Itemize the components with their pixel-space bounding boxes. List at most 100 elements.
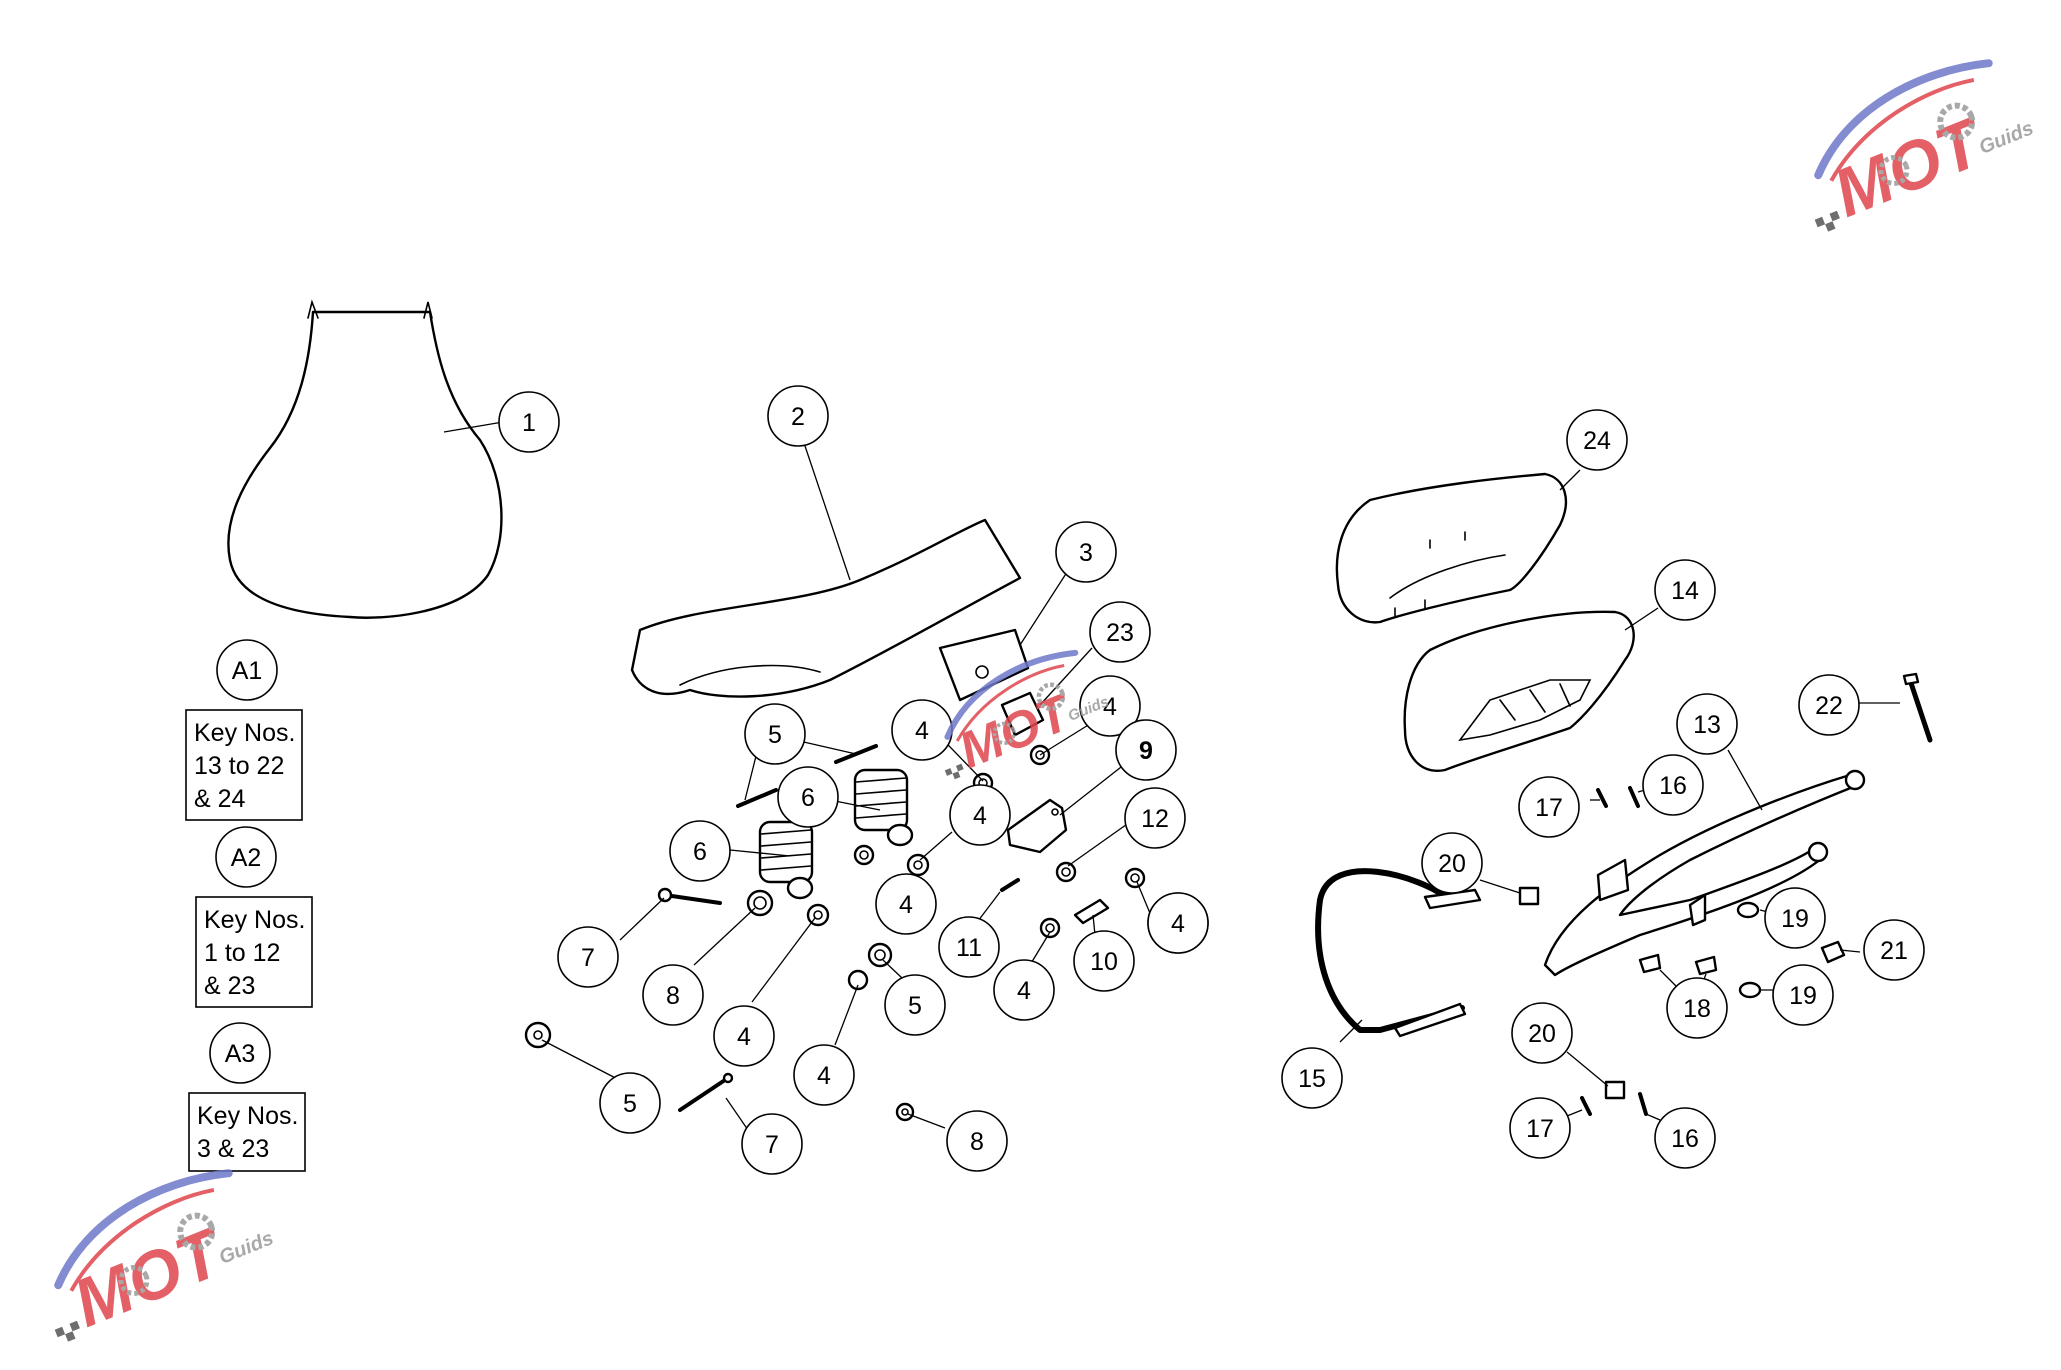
callout-21: 21 [1863,919,1925,981]
part-3-plate [938,628,1030,702]
callout-19: 19 [1772,964,1834,1026]
parts-drawings [227,299,1933,1122]
callout-circle [1055,521,1117,583]
callout-19: 19 [1764,887,1826,949]
callout-circle [642,964,704,1026]
callout-label: 19 [1789,982,1817,1010]
callout-24: 24 [1566,409,1628,471]
callout-23: 23 [1089,601,1151,663]
part-15-grab-rail [1315,868,1465,1033]
callout-4: 4 [1079,675,1141,737]
part-24-cover [1335,472,1568,624]
part-7-pin-b [678,1076,730,1112]
callout-circle [498,391,560,453]
callout-circle [793,1044,855,1106]
callout-label: 4 [1171,910,1185,938]
key-line: 13 to 22 [194,752,284,780]
callout-circle [1511,1002,1573,1064]
callout-6: 6 [777,766,839,828]
callout-label: 7 [581,944,595,972]
callout-17: 17 [1509,1097,1571,1159]
assembly-a1-key: Key Nos.13 to 22& 24 [185,709,303,821]
callout-16: 16 [1654,1107,1716,1169]
callout-circle [938,916,1000,978]
callout-label: 6 [801,784,815,812]
callout-circle [949,784,1011,846]
callout-label: 7 [765,1131,779,1159]
callout-16: 16 [1642,754,1704,816]
callout-circle [1147,892,1209,954]
callout-label: 6 [693,838,707,866]
callout-4: 4 [993,959,1055,1021]
callout-label: 15 [1298,1065,1326,1093]
callout-label: 17 [1535,794,1563,822]
callout-5: 5 [884,974,946,1036]
callout-label: 9 [1139,737,1153,765]
callout-circle [1863,919,1925,981]
part-6-spring-b [758,820,814,900]
callout-label: 21 [1880,937,1908,965]
callout-label: 19 [1781,905,1809,933]
key-line: Key Nos. [194,719,295,747]
callout-10: 10 [1073,930,1135,992]
callout-12: 12 [1124,787,1186,849]
callout-4: 4 [891,699,953,761]
callout-label: 4 [973,802,987,830]
callout-label: 24 [1583,427,1611,455]
callout-label: 2 [791,403,805,431]
part-9-bracket [1006,798,1068,854]
assembly-a3-label: A3 [209,1022,271,1084]
callout-11: 11 [938,916,1000,978]
callout-label: 23 [1106,619,1134,647]
callout-circle [713,1005,775,1067]
callout-13: 13 [1676,693,1738,755]
callout-label: 11 [956,934,982,962]
assembly-id: A1 [232,657,263,685]
callout-8: 8 [642,964,704,1026]
assembly-a2-label: A2 [215,826,277,888]
svg-text:MOT: MOT [63,1213,237,1342]
callout-circle [1666,977,1728,1039]
svg-text:MOT: MOT [951,682,1081,779]
callout-circle [741,1113,803,1175]
part-14-seat-pan [1403,610,1635,772]
assembly-id: A3 [225,1040,256,1068]
part-5-pin-a [736,788,778,808]
callout-circle [767,385,829,447]
callout-20: 20 [1421,832,1483,894]
callout-1: 1 [498,391,560,453]
callout-circle [946,1110,1008,1172]
callout-label: 4 [817,1062,831,1090]
callout-20: 20 [1511,1002,1573,1064]
assembly-id: A2 [231,844,262,872]
callout-label: 8 [970,1128,984,1156]
callout-circle [1518,776,1580,838]
callout-circle [1654,1107,1716,1169]
callout-label: 4 [915,717,929,745]
callout-label: 4 [737,1023,751,1051]
callout-label: 14 [1671,577,1699,605]
callout-22: 22 [1798,674,1860,736]
assembly-a2-key: Key Nos.1 to 12& 23 [195,896,313,1008]
callout-label: 16 [1671,1125,1699,1153]
assembly-a3-key: Key Nos.3 & 23 [188,1092,306,1172]
callout-label: 13 [1693,711,1721,739]
callout-circle [777,766,839,828]
key-line: 1 to 12 [204,939,280,967]
callout-label: 12 [1141,805,1169,833]
callout-4: 4 [1147,892,1209,954]
callout-circle [1421,832,1483,894]
callout-circle [1798,674,1860,736]
part-2-seat-base [630,518,1022,698]
part-23-block [1000,691,1045,737]
callout-label: 16 [1659,772,1687,800]
callout-circle [1566,409,1628,471]
callout-15: 15 [1281,1047,1343,1109]
callout-circle [1509,1097,1571,1159]
callout-4: 4 [793,1044,855,1106]
callout-circle [557,926,619,988]
svg-text:Guids: Guids [1976,117,2037,159]
